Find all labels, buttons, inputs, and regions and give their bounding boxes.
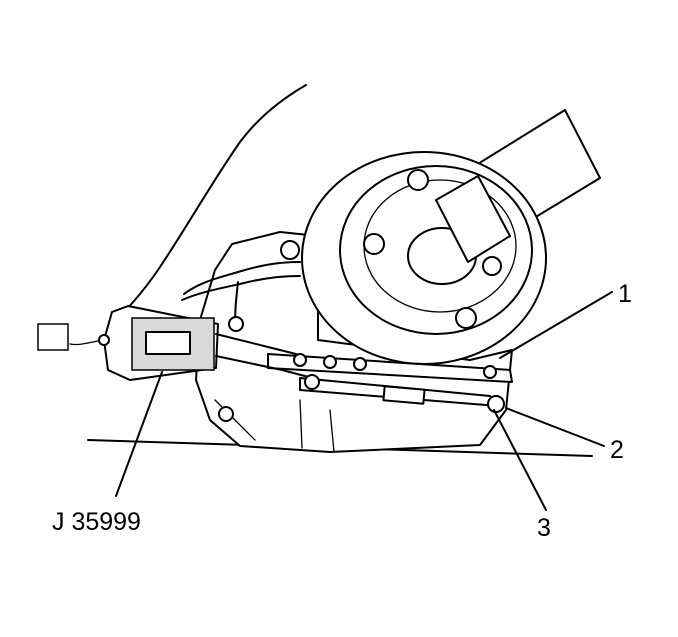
flange-bolt-right [482, 256, 502, 276]
tool-arm-upper [215, 333, 297, 355]
cord-ring [98, 334, 110, 346]
harness-connector [280, 240, 300, 260]
tool-display [145, 331, 191, 355]
wiring-harness-2 [181, 275, 301, 301]
harness-clip [228, 316, 244, 332]
leader-1 [499, 291, 613, 359]
flange-bolt-top [407, 169, 429, 191]
callout-3: 3 [537, 514, 551, 542]
pipe-link-4 [483, 365, 497, 379]
housing-rib-1 [214, 399, 256, 441]
callout-1: 1 [618, 280, 632, 308]
link-end-bolt [487, 395, 505, 413]
leader-2 [505, 407, 605, 447]
cord-plug [37, 323, 69, 351]
shaft-yoke [435, 175, 511, 263]
housing-rib-2 [299, 399, 303, 449]
housing-bolt [218, 406, 234, 422]
callout-2: 2 [610, 436, 624, 464]
link-pivot [304, 374, 320, 390]
callout-tool-j35999: J 35999 [52, 508, 141, 536]
flange-bolt-left [363, 233, 385, 255]
housing-rib-3 [329, 409, 335, 453]
wiring-harness [183, 261, 301, 295]
leader-tool [115, 371, 163, 497]
flange-bolt-bottom [455, 307, 477, 329]
pipe-link-3 [353, 357, 367, 371]
vehicle-body-outline [117, 84, 307, 319]
link-sleeve [382, 385, 426, 405]
pipe-link-1 [293, 353, 307, 367]
pipe-link-2 [323, 355, 337, 369]
leader-3 [493, 409, 547, 511]
